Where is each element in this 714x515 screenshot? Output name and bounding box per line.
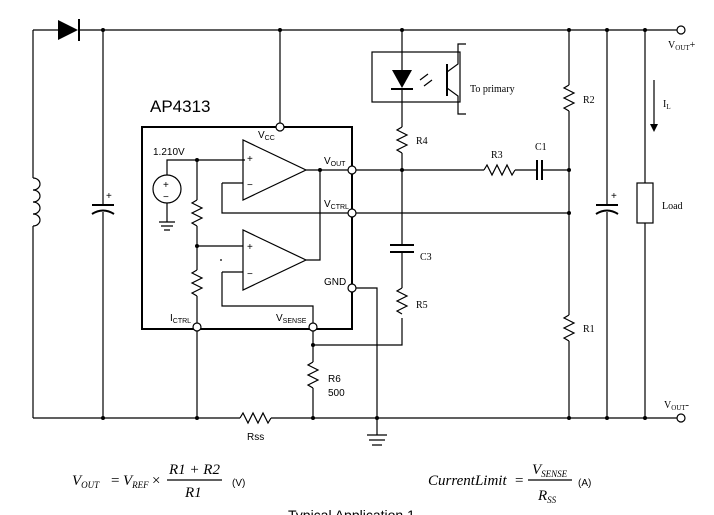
r6-resistor: R6 500	[306, 318, 403, 420]
rss-label: Rss	[247, 432, 264, 443]
svg-text:(V): (V)	[232, 478, 245, 489]
vout-plus-label: VOUT+	[668, 40, 696, 52]
ictrl-pin	[192, 322, 202, 332]
vref-label: 1.210V	[153, 147, 185, 158]
svg-text:R3: R3	[491, 150, 503, 161]
svg-text:−: −	[163, 192, 169, 203]
vcc-label: VCC	[258, 130, 275, 142]
svg-text:+: +	[611, 191, 617, 202]
svg-text:500: 500	[328, 388, 345, 399]
svg-text:VREF: VREF	[123, 473, 149, 490]
gnd-label: GND	[324, 277, 346, 288]
vout-equation: VOUT = VREF × R1 + R2 R1 (V)	[72, 462, 245, 501]
internal-divider	[190, 158, 243, 323]
svg-text:R1: R1	[583, 324, 595, 335]
output-capacitor: +	[595, 28, 619, 420]
svg-text:+: +	[163, 180, 169, 191]
svg-text:−: −	[247, 180, 253, 191]
r4-resistor: R4	[395, 89, 428, 245]
svg-text:R4: R4	[416, 136, 428, 147]
svg-text:=: =	[515, 473, 523, 489]
vsense-pin	[308, 322, 318, 332]
svg-text:R1: R1	[184, 485, 202, 501]
transformer-coil	[32, 30, 41, 418]
output-divider: R2 R1	[562, 28, 595, 420]
chip-name: AP4313	[150, 97, 211, 116]
optocoupler: To primary	[371, 28, 515, 115]
cap-plus: +	[106, 191, 112, 202]
vout-plus-terminal	[676, 25, 686, 35]
svg-text:−: −	[247, 269, 253, 280]
vctrl-pin	[347, 208, 357, 218]
svg-text:C1: C1	[535, 142, 547, 153]
c3-r5-network: C3 R5	[390, 244, 432, 315]
rectifier-diode	[33, 19, 677, 41]
voltage-reference: + − 1.210V	[152, 147, 245, 231]
svg-text:R5: R5	[416, 300, 428, 311]
figure-caption: Typical Application 1	[288, 507, 415, 515]
svg-text:Load: Load	[662, 201, 683, 212]
to-primary-label: To primary	[470, 84, 515, 95]
opamp-1: + −	[221, 139, 348, 214]
vsense-label: VSENSE	[276, 313, 307, 325]
svg-text:VOUT: VOUT	[72, 473, 100, 490]
gnd-pin	[347, 283, 357, 293]
ground-symbol	[356, 287, 387, 446]
svg-text:RSS: RSS	[537, 488, 557, 505]
svg-text:VSENSE: VSENSE	[532, 462, 568, 479]
svg-text:CurrentLimit: CurrentLimit	[428, 473, 507, 489]
vout-pin	[347, 165, 357, 175]
svg-text:R2: R2	[583, 95, 595, 106]
vout-label: VOUT	[324, 156, 346, 168]
svg-text:(A): (A)	[578, 478, 591, 489]
ictrl-label: ICTRL	[170, 313, 191, 325]
input-capacitor: +	[91, 30, 115, 418]
il-label: IL	[663, 99, 671, 111]
opamp-2: + −	[220, 168, 322, 323]
load-resistor: Load IL	[636, 28, 683, 420]
svg-text:R6: R6	[328, 374, 341, 385]
current-limit-equation: CurrentLimit = VSENSE RSS (A)	[428, 462, 591, 505]
svg-text:×: ×	[152, 473, 160, 489]
svg-text:C3: C3	[420, 252, 432, 263]
svg-text:+: +	[247, 154, 253, 165]
vout-minus-terminal	[676, 413, 686, 423]
vctrl-label: VCTRL	[324, 199, 349, 211]
rss-resistor: Rss	[239, 411, 272, 443]
svg-text:=: =	[111, 473, 119, 489]
svg-text:R1 + R2: R1 + R2	[168, 462, 220, 478]
vcc-pin	[275, 122, 285, 132]
r3-c1-network: R3 C1	[483, 142, 569, 180]
vout-minus-label: VOUT-	[664, 400, 689, 412]
svg-text:+: +	[247, 242, 253, 253]
ic-box	[141, 126, 353, 330]
